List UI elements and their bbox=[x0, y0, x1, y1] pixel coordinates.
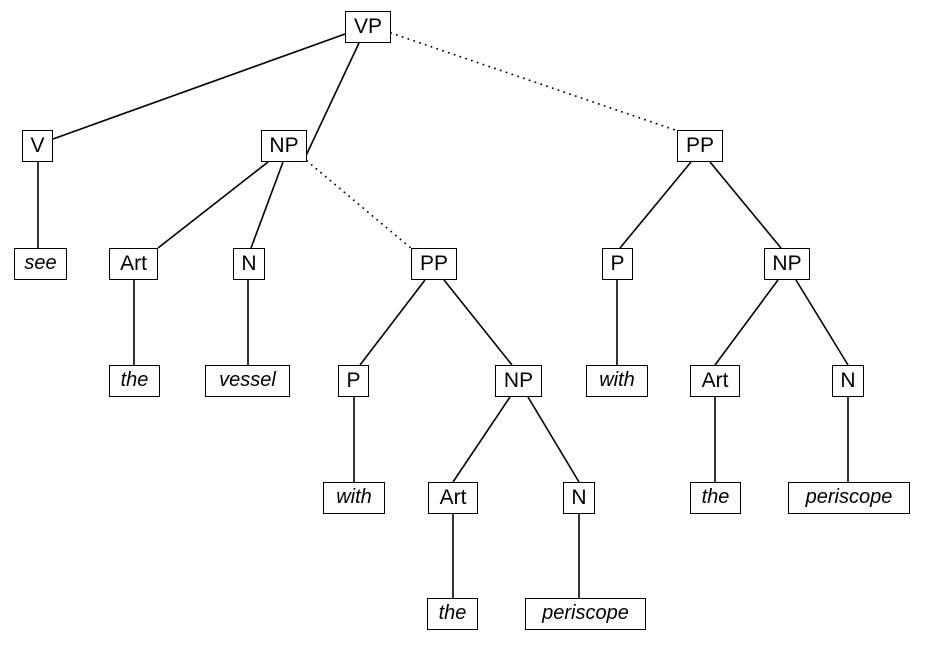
tree-node-n_right: N bbox=[832, 365, 864, 397]
tree-node-p_mid: P bbox=[338, 365, 369, 397]
tree-node-np_mid: NP bbox=[495, 365, 542, 397]
tree-leaf-the_m: the bbox=[427, 598, 478, 630]
tree-edge-vp-to-v bbox=[52, 33, 346, 140]
tree-leaf-peri_m: periscope bbox=[525, 598, 646, 630]
tree-node-art1: Art bbox=[109, 248, 158, 280]
tree-node-n1: N bbox=[233, 248, 265, 280]
tree-edge-vp-to-np1 bbox=[302, 42, 360, 163]
tree-edge-pp_mid-to-p_mid bbox=[359, 279, 426, 366]
tree-edge-pp_mid-to-np_mid bbox=[443, 279, 513, 366]
tree-node-art_mid: Art bbox=[428, 482, 478, 514]
tree-leaf-the1: the bbox=[109, 365, 160, 397]
tree-node-art_right: Art bbox=[690, 365, 740, 397]
tree-edge-np_right-to-n_right bbox=[795, 279, 849, 366]
tree-node-p_right: P bbox=[602, 248, 633, 280]
tree-node-np1: NP bbox=[261, 130, 307, 162]
tree-edge-np1-to-art1 bbox=[157, 161, 269, 249]
tree-node-np_right: NP bbox=[764, 248, 810, 280]
tree-node-pp_mid: PP bbox=[411, 248, 457, 280]
tree-leaf-the_r: the bbox=[690, 482, 741, 514]
tree-node-pp_right: PP bbox=[677, 130, 723, 162]
tree-edge-np_mid-to-n_mid bbox=[527, 396, 580, 483]
tree-node-vp: VP bbox=[345, 11, 391, 43]
tree-edge-pp_right-to-np_right bbox=[709, 161, 782, 249]
tree-node-n_mid: N bbox=[563, 482, 595, 514]
tree-edge-np1-to-n1 bbox=[250, 161, 284, 249]
tree-edge-np_mid-to-art_mid bbox=[452, 396, 511, 483]
tree-leaf-with_r: with bbox=[586, 365, 648, 397]
tree-edge-np1-to-pp_mid bbox=[306, 160, 413, 250]
tree-edge-np_right-to-art_right bbox=[714, 279, 779, 366]
tree-edge-pp_right-to-p_right bbox=[619, 161, 692, 249]
tree-edge-vp-to-pp_right bbox=[390, 32, 679, 132]
tree-leaf-vessel: vessel bbox=[205, 365, 290, 397]
tree-leaf-see: see bbox=[14, 248, 67, 280]
tree-leaf-with_m: with bbox=[323, 482, 385, 514]
tree-node-v: V bbox=[22, 130, 53, 162]
tree-leaf-peri_r: periscope bbox=[788, 482, 910, 514]
